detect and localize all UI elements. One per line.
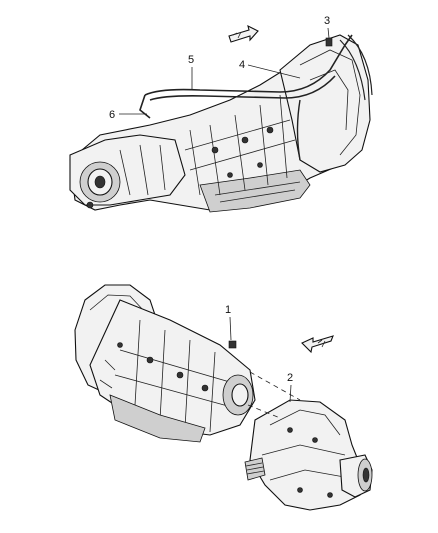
transmission-assembly-top [69, 34, 373, 213]
callout-1: 1 [225, 304, 232, 341]
callout-label: 5 [188, 54, 194, 66]
callout-4: 4 [239, 59, 301, 79]
callout-3: 3 [324, 15, 330, 39]
callout-label: 3 [324, 15, 330, 27]
callout-5: 5 [188, 54, 194, 90]
callout-6: 6 [109, 109, 147, 121]
front-direction-arrow-icon [228, 24, 259, 43]
transmission-assembly-bottom [74, 284, 256, 443]
callout-2: 2 [287, 372, 293, 403]
callout-label: 6 [109, 109, 115, 121]
transfer-case [244, 399, 373, 511]
callout-label: 2 [287, 372, 293, 384]
callout-label: 4 [239, 59, 245, 71]
callout-label: 1 [225, 304, 231, 316]
alignment-lines [247, 371, 301, 419]
front-direction-arrow-icon [301, 335, 334, 354]
